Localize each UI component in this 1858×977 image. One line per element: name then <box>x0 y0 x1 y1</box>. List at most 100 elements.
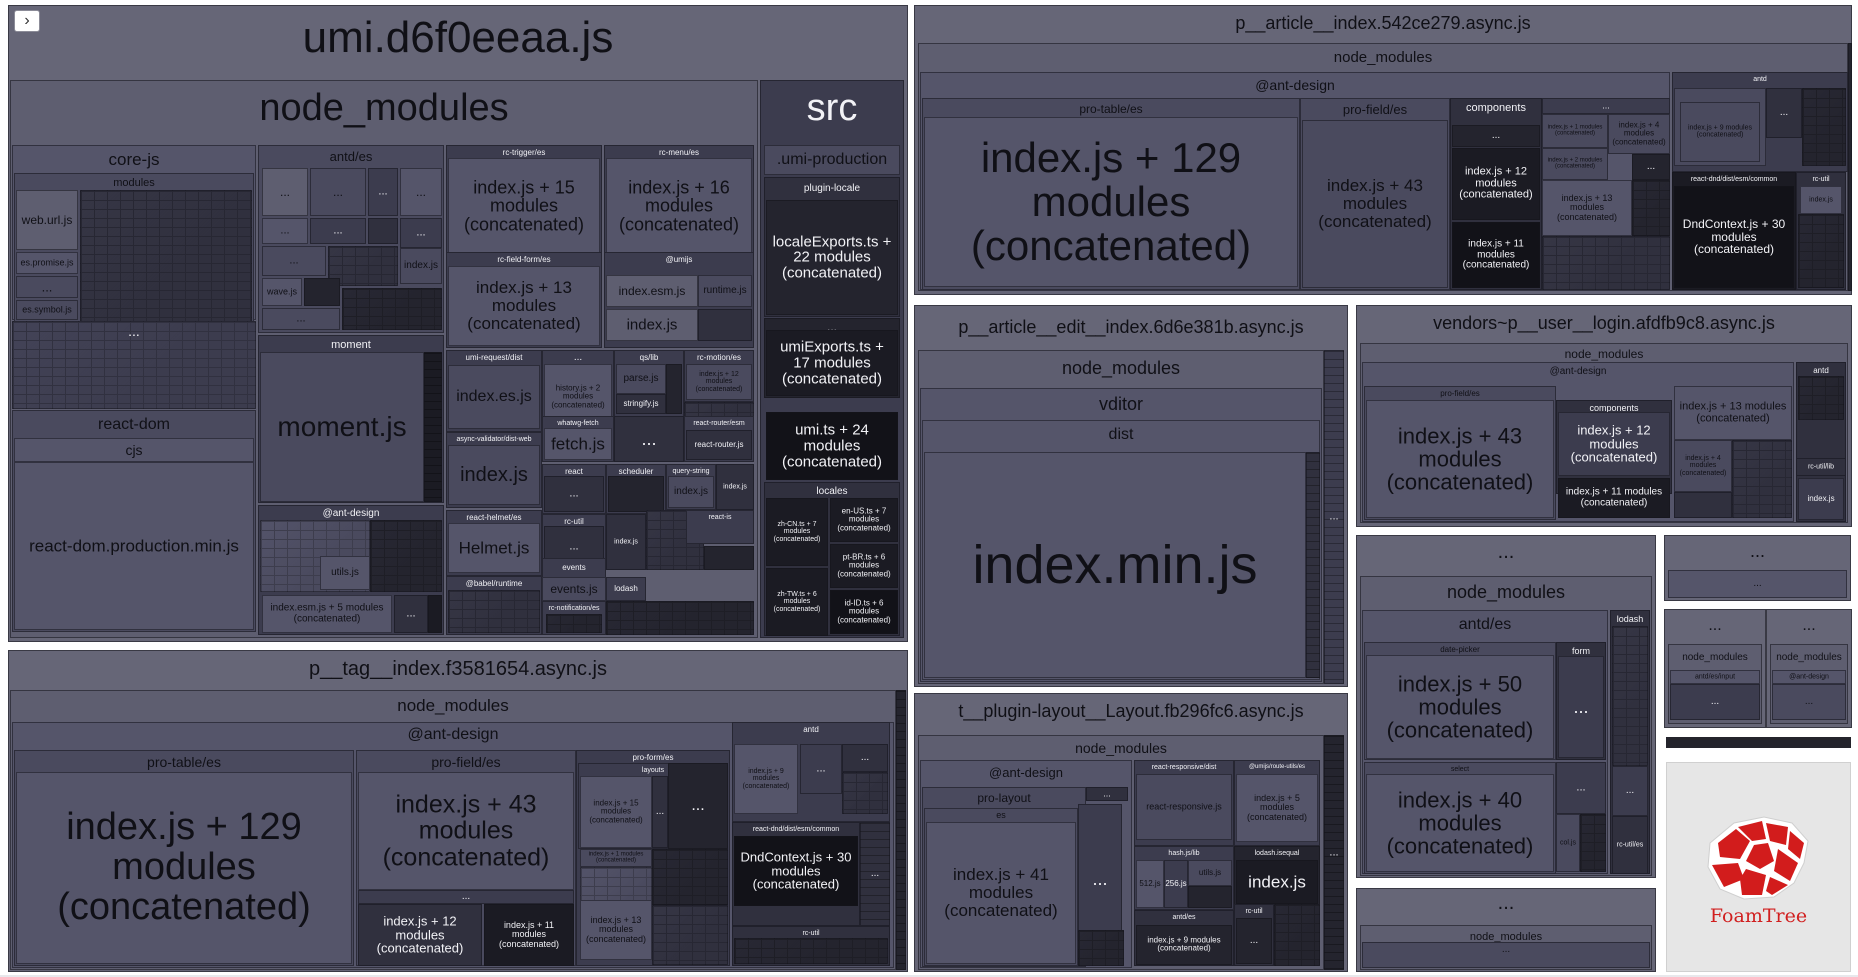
group-group[interactable] <box>1188 886 1232 908</box>
collapsed-group-group[interactable]: ... <box>842 744 888 772</box>
module-index-js-40-modules-concatenated[interactable]: index.js + 40 modules (concatenated) <box>1366 774 1554 872</box>
module-index-js[interactable]: index.js <box>448 445 540 505</box>
collapsed-group-group[interactable]: ... <box>1556 762 1606 814</box>
module-dndcontext-js-30-modules-concatenated[interactable]: DndContext.js + 30 modules (concatenated… <box>1674 186 1794 288</box>
module-index-js-4-modules-concatenated[interactable]: index.js + 4 modules (concatenated) <box>1674 440 1732 492</box>
group-group[interactable] <box>1306 452 1320 678</box>
module-stringify-js[interactable]: stringify.js <box>616 394 666 414</box>
module-react-router-js[interactable]: react-router.js <box>686 430 752 460</box>
group-group[interactable] <box>1274 904 1320 966</box>
collapsed-group-group[interactable]: ... <box>668 763 728 849</box>
group-cjs[interactable]: cjs <box>14 438 254 462</box>
module-index-js-9-modules-concatenated[interactable]: index.js + 9 modules (concatenated) <box>1680 102 1760 162</box>
module-zh-tw-ts-6-modules-concatenated[interactable]: zh-TW.ts + 6 modules (concatenated) <box>766 568 828 636</box>
module-index-js-11-modules-concatenated[interactable]: index.js + 11 modules (concatenated) <box>1452 222 1540 288</box>
module-index-js-9-modules-concatenated[interactable]: index.js + 9 modules (concatenated) <box>734 744 798 814</box>
collapsed-group-group[interactable]: ... <box>1324 350 1344 684</box>
module-index-esm-js[interactable]: index.esm.js <box>606 275 698 307</box>
group-group[interactable] <box>1632 180 1670 236</box>
module-index-js-13-modules-concatenated[interactable]: index.js + 13 modules (concatenated) <box>580 900 652 960</box>
collapsed-group-group[interactable]: ... <box>1766 88 1802 138</box>
collapsed-group-group[interactable]: ... <box>544 476 604 512</box>
collapsed-group-group[interactable]: ... <box>860 822 890 926</box>
collapsed-group-group[interactable]: ... <box>614 416 684 462</box>
group-events[interactable]: events <box>542 558 606 578</box>
collapsed-group-group[interactable]: ... <box>310 218 366 244</box>
group-group[interactable] <box>1078 930 1124 966</box>
module-umiexports-ts-17-modules-concatenated[interactable]: umiExports.ts + 17 modules (concatenated… <box>766 330 898 396</box>
collapsed-group-group[interactable]: ... <box>1362 942 1650 968</box>
collapsed-group-group[interactable]: ... <box>310 168 366 216</box>
collapsed-group-group[interactable]: ... <box>400 218 442 248</box>
module-fetch-js[interactable]: fetch.js <box>544 428 612 460</box>
collapsed-group-group[interactable]: ... <box>262 246 326 276</box>
group-group[interactable] <box>1732 440 1792 518</box>
group-group[interactable] <box>652 849 728 905</box>
group-group[interactable] <box>1542 236 1670 290</box>
collapsed-group-group[interactable]: ... <box>358 890 574 904</box>
module-events-js[interactable]: events.js <box>542 577 606 601</box>
collapsed-group-group[interactable]: ... <box>368 168 398 216</box>
group-rc-util-es[interactable]: rc-util/es <box>1612 816 1648 874</box>
module-en-us-ts-7-modules-concatenated[interactable]: en-US.ts + 7 modules (concatenated) <box>830 498 898 542</box>
collapsed-group-group[interactable]: ... <box>1670 684 1760 720</box>
module-react-dom-production-min-js[interactable]: react-dom.production.min.js <box>14 462 254 630</box>
group-group[interactable] <box>734 938 888 964</box>
group-group[interactable] <box>652 905 728 965</box>
module-es-promise-js[interactable]: es.promise.js <box>16 252 78 274</box>
module-index-esm-js-5-modules-concatenated[interactable]: index.esm.js + 5 modules (concatenated) <box>262 595 392 633</box>
group-group[interactable] <box>368 218 398 244</box>
module-index-js[interactable]: index.js <box>400 248 442 284</box>
module-dndcontext-js-30-modules-concatenated[interactable]: DndContext.js + 30 modules (concatenated… <box>734 836 858 906</box>
collapsed-group-group[interactable]: ... <box>1612 766 1648 816</box>
module-localeexports-ts-22-modules-concatenated[interactable]: localeExports.ts + 22 modules (concatena… <box>766 200 898 315</box>
collapsed-group-group[interactable]: ... <box>1632 154 1670 180</box>
group-group[interactable] <box>1612 626 1648 766</box>
group-group[interactable] <box>842 772 888 814</box>
module-index-js-5-modules-concatenated[interactable]: index.js + 5 modules (concatenated) <box>1236 774 1318 842</box>
group-group[interactable] <box>1674 492 1732 518</box>
group-group[interactable] <box>1798 376 1844 420</box>
group-lodash[interactable]: lodash <box>606 577 646 601</box>
module-runtime-js[interactable]: runtime.js <box>698 275 752 307</box>
module-index-js[interactable]: index.js <box>1236 860 1318 904</box>
module-web-url-js[interactable]: web.url.js <box>16 190 78 250</box>
module-256-js[interactable]: 256.js <box>1164 860 1188 908</box>
collapsed-group-group[interactable]: ... <box>262 218 308 244</box>
module-index-js-16-modules-concatenated[interactable]: index.js + 16 modules (concatenated) <box>606 158 752 255</box>
collapsed-group-group[interactable]: ... <box>1078 804 1122 954</box>
module-index-js[interactable]: index.js <box>668 476 714 508</box>
module-index-js[interactable]: index.js <box>1798 478 1844 520</box>
module-helmet-js[interactable]: Helmet.js <box>448 523 540 573</box>
module-index-min-js[interactable]: index.min.js <box>924 452 1306 678</box>
group-group[interactable] <box>1802 88 1846 166</box>
collapsed-group-group[interactable]: ... <box>1558 656 1604 758</box>
group-antd-es-input[interactable]: antd/es/input <box>1670 670 1760 684</box>
collapsed-group-group[interactable]: ... <box>400 168 442 216</box>
module-umi-ts-24-modules-concatenated[interactable]: umi.ts + 24 modules (concatenated) <box>766 412 898 480</box>
group-group[interactable] <box>698 309 752 341</box>
group-group[interactable] <box>80 190 252 322</box>
collapsed-group-group[interactable]: ... <box>1772 684 1846 720</box>
collapsed-group-group[interactable]: ... <box>800 744 842 794</box>
module-index-js-12-modules-concatenated[interactable]: index.js + 12 modules (concatenated) <box>1558 412 1670 476</box>
module-index-js-9-modules-concatenated[interactable]: index.js + 9 modules (concatenated) <box>1136 925 1232 965</box>
module-wave-js[interactable]: wave.js <box>262 278 302 306</box>
collapsed-group-group[interactable]: ... <box>1542 98 1670 114</box>
module-utils-js[interactable]: utils.js <box>320 556 370 590</box>
module-index-js-41-modules-concatenated[interactable]: index.js + 41 modules (concatenated) <box>926 822 1076 964</box>
module-id-id-ts-6-modules-concatenated[interactable]: id-ID.ts + 6 modules (concatenated) <box>830 590 898 634</box>
group-ant-design[interactable]: @ant-design <box>1772 670 1846 684</box>
collapsed-group-group[interactable]: ... <box>16 276 78 298</box>
module-zh-cn-ts-7-modules-concatenated[interactable]: zh-CN.ts + 7 modules (concatenated) <box>766 498 828 566</box>
module-parse-js[interactable]: parse.js <box>616 364 666 394</box>
module-index-js-15-modules-concatenated[interactable]: index.js + 15 modules (concatenated) <box>448 158 600 255</box>
collapsed-bundle-group[interactable] <box>1666 737 1851 748</box>
module-index-js[interactable]: index.js <box>606 309 698 341</box>
module-index-js[interactable]: index.js <box>1800 186 1842 214</box>
group-group[interactable] <box>370 520 442 592</box>
module-pt-br-ts-6-modules-concatenated[interactable]: pt-BR.ts + 6 modules (concatenated) <box>830 544 898 588</box>
collapsed-group-group[interactable]: ... <box>652 776 668 848</box>
module-index-js-11-modules-concatenated[interactable]: index.js + 11 modules (concatenated) <box>1558 478 1670 518</box>
